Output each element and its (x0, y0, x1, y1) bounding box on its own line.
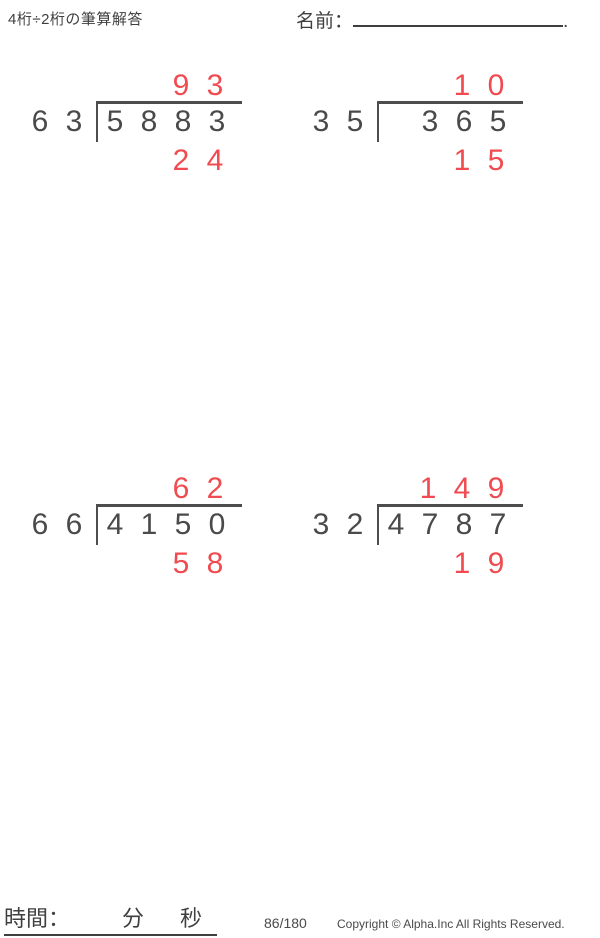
remainder-digit (96, 547, 130, 581)
quotient-row: 1 0 (377, 69, 523, 102)
dividend-digit: 4 (106, 508, 124, 541)
dividend-digit: 8 (174, 105, 192, 138)
quotient-digit: 3 (206, 69, 224, 102)
dividend-digit: 5 (489, 105, 507, 138)
quotient-digit: 4 (453, 472, 471, 505)
division-bracket: 3 6 5 (377, 101, 523, 142)
dividend-digit: 6 (455, 105, 473, 138)
dividend-digit: 8 (140, 105, 158, 138)
time-label: 時間： (4, 906, 71, 931)
remainder-digit (377, 144, 411, 178)
quotient-row: 1 4 9 (377, 472, 523, 505)
remainder-digit (377, 547, 411, 581)
remainder-digit: 1 (453, 144, 471, 177)
quotient-digit: 2 (206, 472, 224, 505)
name-field: 名前：. (296, 6, 568, 33)
remainder-row: 5 8 (96, 547, 242, 581)
page-title: 4桁÷2桁の筆算解答 (8, 11, 143, 28)
remainder-digit (130, 144, 164, 178)
remainder-row: 1 9 (377, 547, 523, 581)
divisor: 3 5 (304, 101, 372, 142)
division-problem-3: 6 2 6 6 4 1 5 0 5 8 (23, 472, 242, 581)
divisor-digit: 6 (31, 105, 49, 138)
divisor-digit: 2 (346, 508, 364, 541)
dividend-digit: 5 (106, 105, 124, 138)
name-period: . (563, 11, 569, 32)
dividend-digit: 0 (208, 508, 226, 541)
division-problem-1: 9 3 6 3 5 8 8 3 2 4 (23, 69, 242, 178)
quotient-digit: 1 (419, 472, 437, 505)
division-work-row: 3 2 4 7 8 7 (304, 504, 523, 545)
quotient-digit: 1 (453, 69, 471, 102)
dividend-digit: 8 (455, 508, 473, 541)
remainder-digit: 1 (453, 547, 471, 580)
division-problem-4: 1 4 9 3 2 4 7 8 7 1 9 (304, 472, 523, 581)
dividend-digit: 3 (421, 105, 439, 138)
divisor-digit: 5 (346, 105, 364, 138)
dividend-digit: 3 (208, 105, 226, 138)
dividend-digit: 1 (140, 508, 158, 541)
divisor: 6 6 (23, 504, 91, 545)
copyright-text: Copyright © Alpha.Inc All Rights Reserve… (337, 917, 565, 931)
dividend-digit: 5 (174, 508, 192, 541)
division-bracket: 4 7 8 7 (377, 504, 523, 545)
remainder-digit: 5 (487, 144, 505, 177)
quotient-digit: 0 (487, 69, 505, 102)
remainder-digit: 8 (206, 547, 224, 580)
dividend-digit (379, 107, 413, 137)
divisor-digit: 3 (312, 105, 330, 138)
division-work-row: 6 3 5 8 8 3 (23, 101, 242, 142)
seconds-label: 秒 (180, 906, 203, 931)
remainder-row: 1 5 (377, 144, 523, 178)
quotient-digit: 6 (172, 472, 190, 505)
remainder-digit (130, 547, 164, 581)
page-number: 86/180 (264, 915, 307, 931)
remainder-digit: 4 (206, 144, 224, 177)
division-work-row: 6 6 4 1 5 0 (23, 504, 242, 545)
divisor-digit: 3 (312, 508, 330, 541)
remainder-digit (411, 547, 445, 581)
minutes-label: 分 (122, 906, 145, 931)
dividend-digit: 4 (387, 508, 405, 541)
division-bracket: 4 1 5 0 (96, 504, 242, 545)
remainder-row: 2 4 (96, 144, 242, 178)
divisor: 3 2 (304, 504, 372, 545)
remainder-digit (411, 144, 445, 178)
division-problem-2: 1 0 3 5 3 6 5 1 5 (304, 69, 523, 178)
remainder-digit: 9 (487, 547, 505, 580)
time-field: 時間： 分 秒 (4, 901, 217, 936)
name-label: 名前： (296, 11, 354, 32)
divisor-digit: 6 (65, 508, 83, 541)
quotient-row: 9 3 (96, 69, 242, 102)
divisor: 6 3 (23, 101, 91, 142)
divisor-digit: 3 (65, 105, 83, 138)
remainder-digit (96, 144, 130, 178)
dividend-digit: 7 (421, 508, 439, 541)
division-work-row: 3 5 3 6 5 (304, 101, 523, 142)
quotient-digit: 9 (172, 69, 190, 102)
remainder-digit: 2 (172, 144, 190, 177)
quotient-digit: 9 (487, 472, 505, 505)
dividend-digit: 7 (489, 508, 507, 541)
division-bracket: 5 8 8 3 (96, 101, 242, 142)
quotient-row: 6 2 (96, 472, 242, 505)
remainder-digit: 5 (172, 547, 190, 580)
divisor-digit: 6 (31, 508, 49, 541)
name-underline (353, 25, 564, 27)
